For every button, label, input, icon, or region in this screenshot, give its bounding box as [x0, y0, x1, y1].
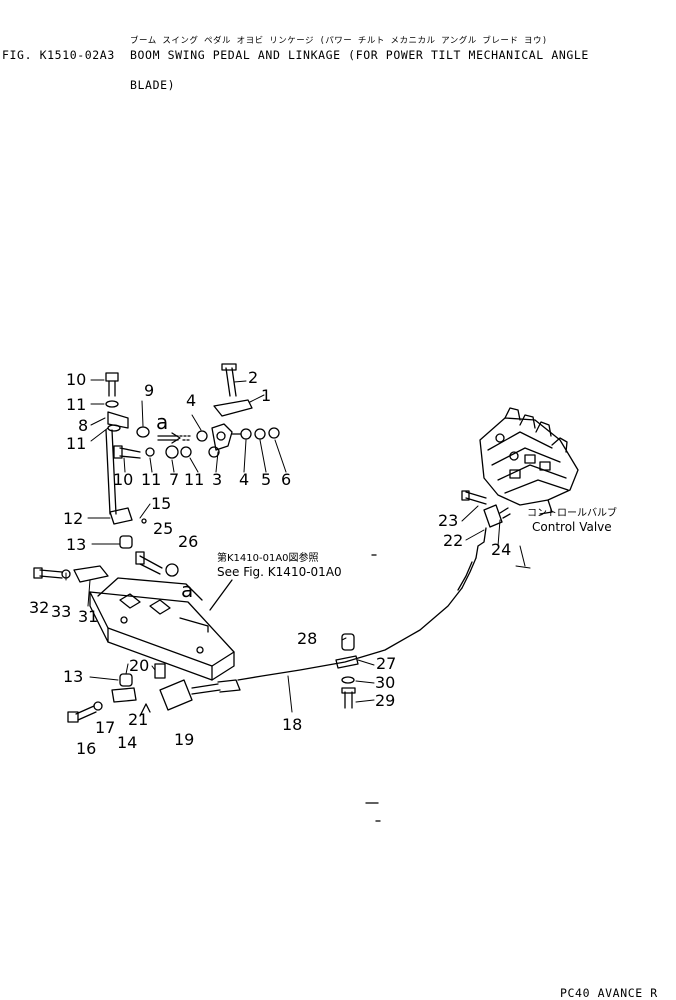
callout-24: 24	[491, 540, 512, 559]
model-footer: PC40 AVANCE R	[560, 986, 658, 1000]
callout-22: 22	[443, 531, 464, 550]
see-fig-jp-note: 第K1410-01A0図参照	[217, 553, 319, 564]
callout-13b: 13	[63, 667, 84, 686]
callout-26: 26	[178, 532, 199, 551]
callout-a-upper: a	[156, 410, 169, 434]
control-valve-note: Control Valve	[532, 520, 612, 534]
title-line-2: BLADE)	[130, 78, 176, 92]
callout-3: 3	[212, 470, 223, 489]
callout-6: 6	[281, 470, 292, 489]
callout-16: 16	[76, 739, 97, 758]
callout-5: 5	[261, 470, 272, 489]
callout-29: 29	[375, 691, 396, 710]
figure-number: FIG. K1510-02A3	[2, 48, 115, 62]
callout-19: 19	[174, 730, 195, 749]
callout-30: 30	[375, 673, 396, 692]
callout-32: 32	[29, 598, 50, 617]
callout-7: 7	[169, 470, 180, 489]
control-valve-drawing	[479, 407, 579, 515]
title-line-1: BOOM SWING PEDAL AND LINKAGE (FOR POWER …	[130, 48, 589, 62]
callout-21: 21	[128, 710, 149, 729]
callout-4b: 4	[239, 470, 250, 489]
callout-23: 23	[438, 511, 459, 530]
callout-14: 14	[117, 733, 138, 752]
callout-8: 8	[78, 416, 89, 435]
control-valve-jp-note: コントロールバルブ	[527, 508, 617, 519]
callout-27: 27	[376, 654, 397, 673]
callout-13a: 13	[66, 535, 87, 554]
callout-11c: 11	[141, 470, 162, 489]
see-fig-note: See Fig. K1410-01A0	[217, 565, 342, 579]
callout-12: 12	[63, 509, 84, 528]
callout-10: 10	[66, 370, 87, 389]
callout-4: 4	[186, 391, 197, 410]
callout-9: 9	[144, 381, 155, 400]
callout-17: 17	[95, 718, 116, 737]
callout-a-lower: a	[181, 578, 194, 602]
pedal-bracket-drawing	[89, 577, 235, 681]
callout-33: 33	[51, 602, 72, 621]
japanese-title: ブーム スイング ペダル オヨビ リンケージ (パワー チルト メカニカル アン…	[130, 36, 548, 46]
callout-25: 25	[153, 519, 174, 538]
callout-28: 28	[297, 629, 318, 648]
callout-31: 31	[78, 607, 99, 626]
callout-11d: 11	[184, 470, 205, 489]
callout-11a: 11	[66, 395, 87, 414]
callout-11b: 11	[66, 434, 87, 453]
callout-18: 18	[282, 715, 303, 734]
callout-20: 20	[129, 656, 150, 675]
callout-2: 2	[248, 368, 259, 387]
callout-10b: 10	[113, 470, 134, 489]
callout-1: 1	[261, 386, 272, 405]
callout-15: 15	[151, 494, 172, 513]
